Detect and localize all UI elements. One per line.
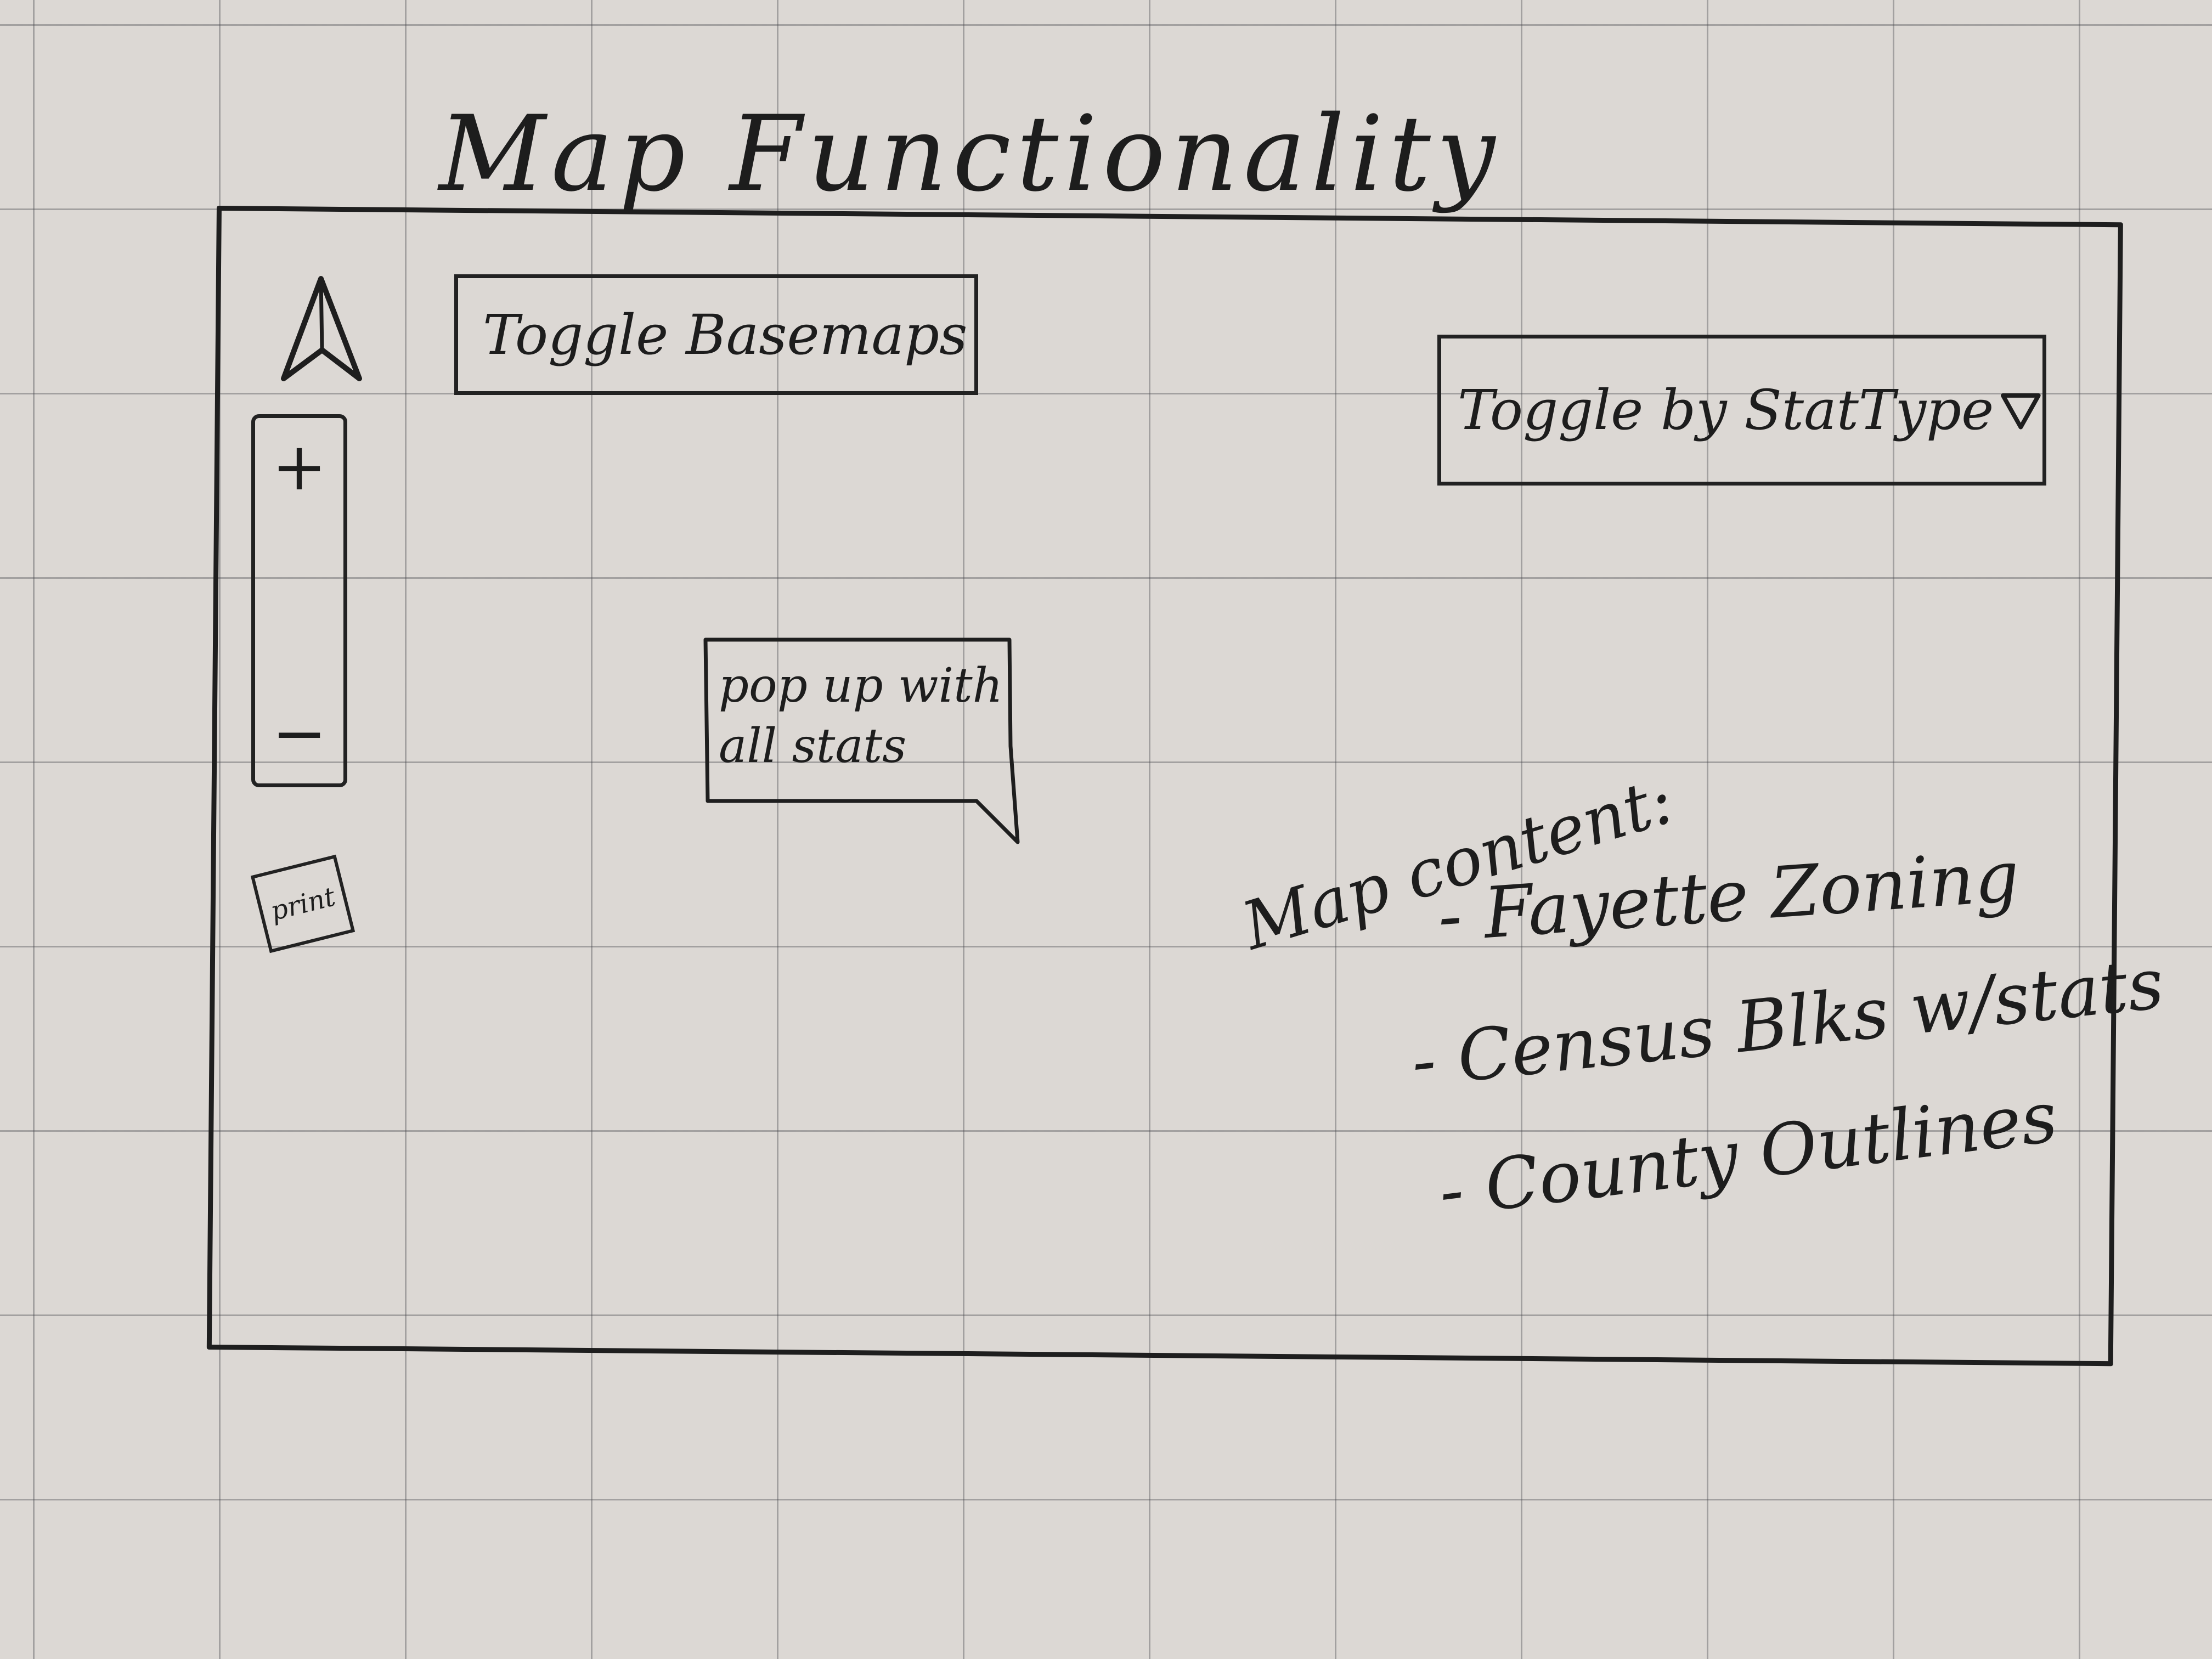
basemap-dropdown[interactable]: Toggle Basemaps	[454, 274, 978, 395]
stats-popup: pop up with all stats	[702, 636, 1020, 845]
dropdown-triangle-icon	[2001, 393, 2041, 430]
zoom-out-button[interactable]: −	[272, 696, 327, 772]
map-content-notes: Map content: - Fayette Zoning - Census B…	[1234, 762, 2167, 1233]
basemap-dropdown-label: Toggle Basemaps	[483, 302, 968, 367]
stat-type-dropdown-label: Toggle by StatType	[1458, 378, 1994, 442]
print-button-label: print	[267, 881, 338, 927]
popup-bubble-outline	[703, 637, 1020, 844]
zoom-control: + −	[251, 414, 347, 787]
page-title: Map Functionality	[439, 93, 1501, 215]
stat-type-dropdown[interactable]: Toggle by StatType	[1437, 335, 2046, 486]
map-content-item: - Census Blks w/stats	[1407, 943, 2168, 1103]
zoom-in-button[interactable]: +	[272, 429, 327, 505]
north-arrow-icon[interactable]	[277, 274, 365, 384]
map-content-item: - County Outlines	[1435, 1076, 2062, 1233]
popup-text: pop up with all stats	[719, 658, 1003, 774]
